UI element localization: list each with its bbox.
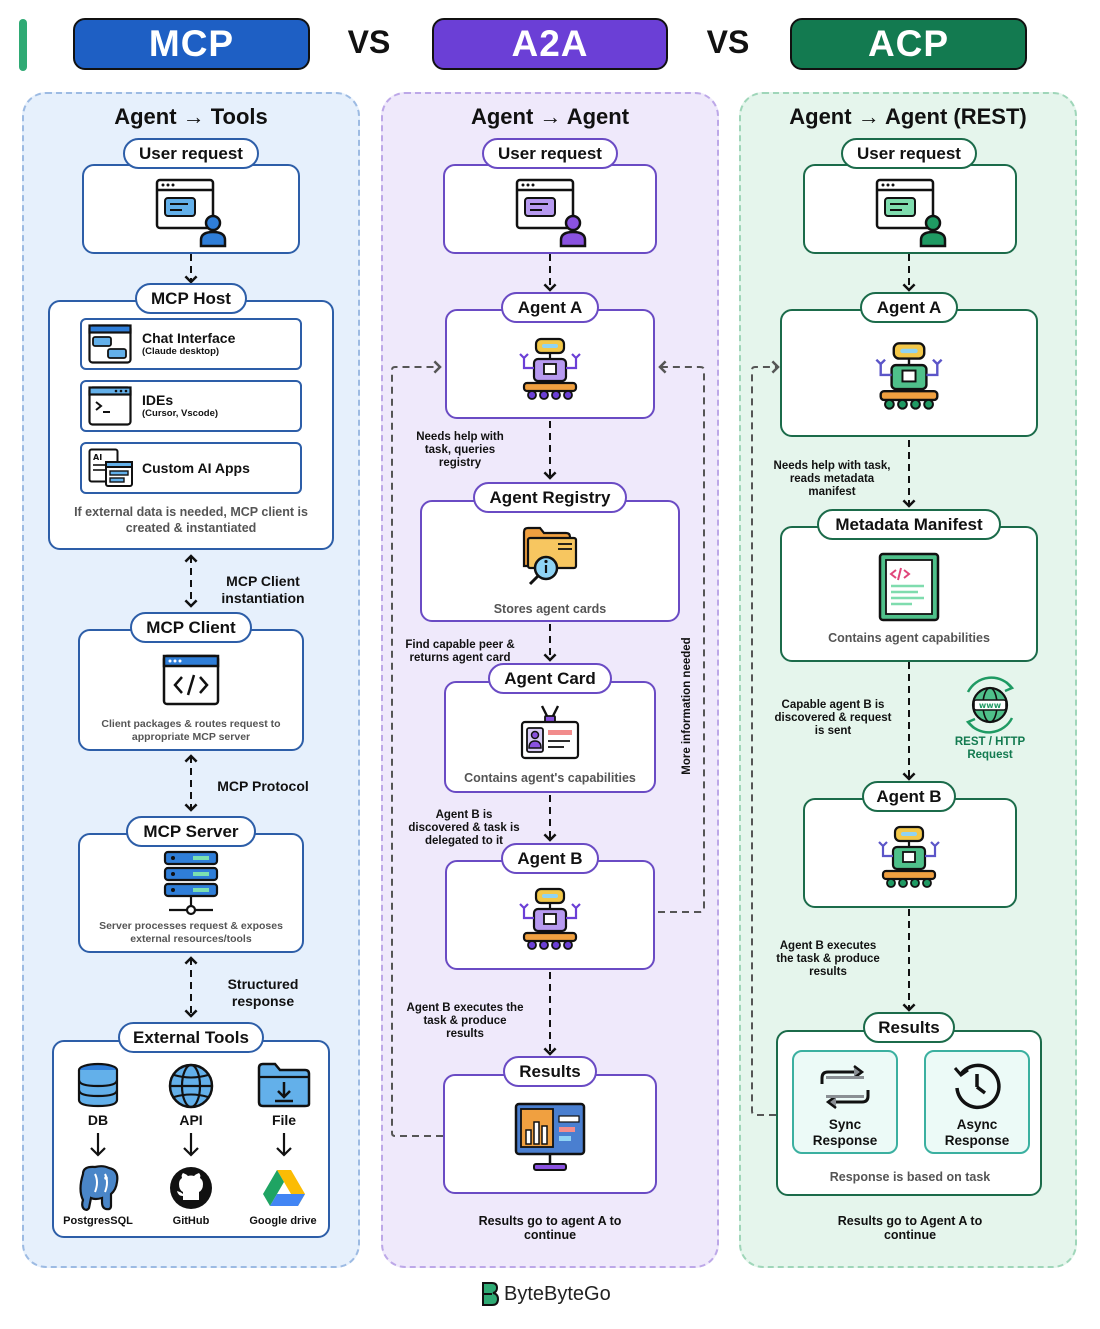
tool-github-label: GitHub: [172, 1215, 210, 1227]
dashboard-monitor-icon: [514, 1102, 586, 1171]
mcp-title: MCP: [73, 18, 310, 70]
external-tools-label: External Tools: [118, 1022, 264, 1053]
user-request-icon: [875, 178, 947, 248]
agent-registry-label: Agent Registry: [473, 482, 627, 513]
a2a-footer-note: Results go to agent A to continue: [478, 1214, 622, 1243]
a2a-agent-b-label: Agent B: [501, 843, 599, 874]
postgresql-icon: [79, 1165, 119, 1211]
a2a-results-label: Results: [503, 1056, 597, 1087]
metadata-manifest-caption: Contains agent capabilities: [828, 631, 990, 645]
globe-icon: [168, 1063, 214, 1109]
mcp-host-label: MCP Host: [135, 283, 247, 314]
chat-window-icon: [88, 324, 132, 364]
note-acp-needs-help: Needs help with task, reads metadata man…: [773, 460, 891, 499]
code-window-icon: [88, 386, 132, 426]
acp-title: ACP: [790, 18, 1027, 70]
mcp-host-caption: If external data is needed, MCP client i…: [74, 505, 308, 535]
robot-agent-icon: [519, 337, 581, 400]
user-request-icon: [515, 178, 587, 248]
id-card-icon: [520, 705, 580, 760]
google-drive-icon: [263, 1170, 305, 1206]
github-icon: [170, 1167, 212, 1209]
agent-registry-caption: Stores agent cards: [493, 602, 607, 616]
clock-history-icon: [953, 1063, 1001, 1110]
mcp-client-label: MCP Client: [130, 612, 252, 643]
note-a2a-agent-b-executes: Agent B executes the task & produce resu…: [406, 1002, 524, 1041]
www-refresh-icon: www: [965, 676, 1015, 734]
note-a2a-agent-b-discovered: Agent B is discovered & task is delegate…: [408, 809, 520, 848]
mcp-server-label: MCP Server: [126, 816, 256, 847]
bytebytego-logo-icon: [482, 1282, 500, 1306]
acp-user-request-label: User request: [841, 138, 977, 169]
a2a-user-request-label: User request: [482, 138, 618, 169]
brand-name: ByteByteGo: [504, 1283, 611, 1305]
down-arrow-icon: [90, 1133, 106, 1157]
acp-agent-a-box: [780, 309, 1038, 437]
robot-agent-icon: [875, 342, 943, 410]
a2a-agent-a-label: Agent A: [501, 292, 599, 323]
tool-postgres-label: PostgresSQL: [63, 1215, 133, 1227]
manifest-document-icon: [878, 552, 940, 622]
agent-card-caption: Contains agent's capabilities: [464, 771, 636, 785]
async-response-card: [924, 1050, 1030, 1154]
code-browser-icon: [162, 654, 220, 706]
tool-api-label: API: [179, 1112, 203, 1128]
note-mcp-client-instantiation: MCP Client instantiation: [221, 573, 305, 606]
header-accent-bar: [19, 19, 27, 71]
host-item-ides-sub: (Cursor, Vscode): [142, 408, 219, 419]
host-item-ides-title: IDEs: [142, 392, 174, 408]
vs-label-1: VS: [347, 24, 391, 60]
host-item-custom-title: Custom AI Apps: [142, 460, 250, 476]
tool-db-label: DB: [87, 1112, 109, 1128]
note-acp-capable-agent: Capable agent B is discovered & request …: [774, 699, 892, 738]
mcp-column-title: Agent → Tools: [114, 104, 268, 129]
host-item-chat-sub: (Claude desktop): [142, 346, 220, 357]
svg-text:AI: AI: [93, 453, 102, 462]
server-icon: [163, 850, 219, 916]
robot-agent-icon: [878, 825, 940, 888]
ai-apps-icon: AI: [88, 448, 133, 487]
acp-agent-a-label: Agent A: [860, 292, 958, 323]
folder-download-icon: [257, 1062, 311, 1108]
acp-footer-note: Results go to Agent A to continue: [837, 1214, 983, 1243]
host-item-chat-title: Chat Interface: [142, 330, 236, 346]
agent-card-label: Agent Card: [488, 663, 612, 694]
svg-text:www: www: [979, 701, 1002, 710]
note-more-information-needed: More information needed: [681, 637, 693, 775]
registry-folder-icon: [522, 526, 578, 586]
mcp-client-caption: Client packages & routes request to appr…: [101, 718, 281, 744]
mcp-user-request-label: User request: [123, 138, 259, 169]
note-acp-agent-b-executes: Agent B executes the task & produce resu…: [776, 940, 880, 979]
sync-arrows-icon: [820, 1065, 870, 1109]
down-arrow-icon: [276, 1133, 292, 1157]
note-structured-response: Structured response: [227, 976, 299, 1009]
acp-results-label: Results: [863, 1012, 955, 1043]
down-arrow-icon: [183, 1133, 199, 1157]
database-icon: [77, 1062, 119, 1108]
tool-google-drive-label: Google drive: [249, 1215, 317, 1227]
tool-file-label: File: [271, 1112, 297, 1128]
metadata-manifest-label: Metadata Manifest: [817, 509, 1001, 540]
acp-agent-b-label: Agent B: [862, 781, 956, 812]
a2a-column-title: Agent → Agent: [470, 104, 630, 129]
robot-agent-icon: [519, 887, 581, 950]
note-mcp-protocol: MCP Protocol: [217, 778, 309, 794]
sync-response-label: Sync Response: [812, 1117, 878, 1149]
vs-label-2: VS: [706, 24, 750, 60]
mcp-server-caption: Server processes request & exposes exter…: [99, 920, 283, 946]
user-request-icon: [155, 178, 227, 248]
acp-results-caption: Response is based on task: [829, 1170, 991, 1184]
async-response-label: Async Response: [944, 1117, 1010, 1149]
rest-http-request-label: REST / HTTP Request: [954, 736, 1026, 761]
a2a-title: A2A: [432, 18, 668, 70]
note-a2a-needs-help: Needs help with task, queries registry: [416, 431, 504, 470]
acp-column-title: Agent → Agent (REST): [789, 104, 1027, 129]
note-a2a-find-peer: Find capable peer & returns agent card: [405, 639, 515, 665]
